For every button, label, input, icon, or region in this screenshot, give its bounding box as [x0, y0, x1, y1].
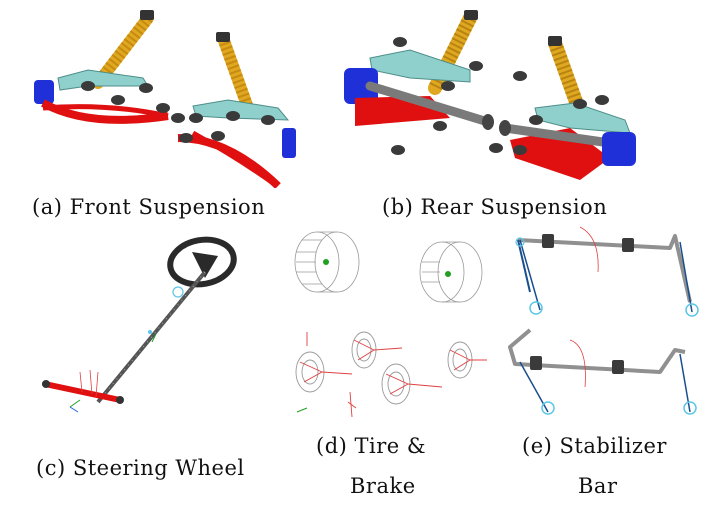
caption-steering-wheel: (c) Steering Wheel: [36, 456, 245, 480]
tire-brake-image: [282, 222, 502, 422]
stabilizer-bar-image: [500, 222, 700, 422]
caption-stabilizer-bar-line1: (e) Stabilizer: [522, 434, 667, 458]
rear-suspension-image: [340, 8, 640, 188]
steering-wheel-image: [40, 222, 260, 422]
caption-front-suspension: (a) Front Suspension: [32, 195, 266, 219]
caption-tire-brake-line2: Brake: [350, 474, 416, 498]
caption-tire-brake-line1: (d) Tire &: [316, 434, 427, 458]
caption-rear-suspension: (b) Rear Suspension: [382, 195, 608, 219]
front-suspension-image: [28, 8, 296, 188]
caption-stabilizer-bar-line2: Bar: [578, 474, 618, 498]
